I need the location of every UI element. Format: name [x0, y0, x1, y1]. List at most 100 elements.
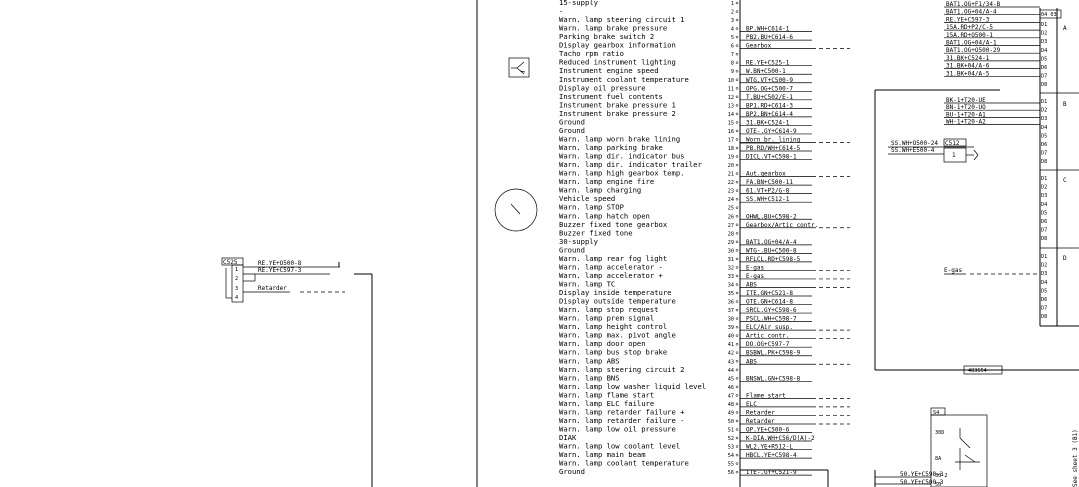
pin-number: 5 — [731, 35, 734, 41]
right-top-wire-label: 31.BK+C524-1 — [946, 55, 990, 62]
right-pin: D6 — [1041, 219, 1047, 225]
wire-label: OPG.OG+C500-7 — [746, 85, 793, 92]
function-label: Buzzer fixed tone — [559, 228, 633, 237]
function-label: - — [559, 7, 563, 16]
wire-label: W.BN+C500-1 — [746, 68, 786, 75]
pin-number: 15 — [728, 120, 734, 126]
pin-terminal — [735, 189, 739, 192]
right-pin: D8 — [1041, 314, 1047, 320]
right-pin: D3 — [1041, 39, 1047, 45]
pin-number: 48 — [728, 402, 734, 408]
bottom-wire-2: 50.YE+C500-3 — [900, 479, 944, 486]
pin-terminal — [735, 112, 739, 116]
right-b-wires: BK-1+T20-UEBN-1+T20-UOBU-1+T20-A1WH-1+T2… — [944, 97, 1040, 126]
pin-number: 28 — [728, 231, 734, 237]
right-pin: D2 — [1041, 263, 1047, 269]
wire-label: PB.RD/WH+C614-5 — [746, 145, 801, 152]
pin-terminal — [735, 300, 739, 303]
pin-number: 12 — [728, 95, 734, 101]
pin-terminal — [735, 104, 739, 107]
function-label: Warn. lamp low coolant level — [559, 442, 680, 451]
pin-terminal — [735, 215, 739, 218]
wire-label: BP.WH+C614-1 — [746, 26, 790, 33]
right-top-wire-label: 31.BK+04/A-6 — [946, 63, 990, 70]
function-label: Warn. lamp parking brake — [559, 143, 663, 152]
right-pin: D3 — [1041, 116, 1047, 122]
pin-terminal — [735, 78, 739, 82]
pin-number: 7 — [731, 52, 734, 58]
wire-label: Aut.gearbox — [746, 171, 786, 178]
function-label: 30-supply — [559, 237, 599, 246]
right-pin: D8 — [1041, 236, 1047, 242]
function-label: Warn. lamp steering circuit 2 — [559, 365, 685, 374]
wire-label: WTG.VT+C500-9 — [746, 77, 793, 84]
pin-terminal — [735, 377, 739, 380]
c525-pin-4: 4 — [235, 295, 238, 301]
c525-wire-1: RE.YE+O500-8 — [258, 260, 302, 267]
pin-number: 46 — [728, 385, 734, 391]
s4-terminal-30d: 30D — [935, 430, 944, 436]
pin-terminal — [735, 1, 739, 5]
s4-terminal-50: 50 — [935, 482, 941, 487]
function-label: Ground — [559, 245, 585, 254]
pin-number: 16 — [728, 129, 734, 135]
pin-number: 23 — [728, 189, 734, 195]
pin-terminal — [735, 223, 739, 227]
pin-number: 45 — [728, 376, 734, 382]
block-label: 04 03 — [1041, 12, 1057, 18]
wire-label: Artic contr. — [746, 333, 789, 340]
pin-number: 32 — [728, 265, 734, 271]
pin-terminal — [735, 445, 739, 448]
right-pin: D1 — [1041, 254, 1047, 260]
right-pin: D2 — [1041, 31, 1047, 37]
pin-terminal — [735, 308, 739, 312]
function-label: Buzzer fixed tone gearbox — [559, 220, 668, 229]
section-a: A — [1063, 25, 1067, 32]
right-pin: D2 — [1041, 185, 1047, 191]
pin-terminal — [735, 87, 739, 90]
pin-terminal — [735, 283, 739, 286]
c525-label: C525 — [223, 259, 238, 266]
c512-wire-2: SS.WH+E500-4 — [891, 147, 935, 154]
s4-label: S4 — [933, 410, 939, 416]
right-pin: D5 — [1041, 288, 1047, 294]
right-pin: D6 — [1041, 65, 1047, 71]
function-label: Warn. lamp dir. indicator bus — [559, 152, 685, 161]
pin-terminal — [735, 436, 739, 440]
right-top-wire-label: 15A.RD+O500-1 — [946, 32, 993, 39]
egas-label: E-gas — [944, 267, 962, 274]
right-pin: D7 — [1041, 228, 1047, 234]
wire-label: ITE-.GY+C521-9 — [746, 469, 797, 476]
wire-label: BAT1.OG+04/A-4 — [746, 239, 797, 246]
function-label: Warn. lamp brake pressure — [559, 24, 667, 33]
pin-terminal — [735, 52, 739, 56]
pin-number: 44 — [728, 368, 734, 374]
pin-terminal — [735, 351, 739, 354]
function-label: Parking brake switch 2 — [559, 32, 654, 41]
section-d: D — [1063, 255, 1067, 262]
function-label: Warn. lamp accelerator - — [559, 262, 663, 271]
wire-label: SRCL.GY+C598-6 — [746, 307, 797, 314]
wire-label: WL2.YE+R512-L — [746, 444, 793, 451]
function-label: Warn. lamp charging — [559, 186, 641, 195]
pin-number: 22 — [728, 180, 734, 186]
wire-label-column: BP.WH+C614-1PB2.BU+C614-6GearboxRE.YE+C5… — [740, 26, 850, 476]
wire-label: K-DIA.WH+C56/D(A)-2 — [746, 435, 815, 442]
c525-pin-3: 3 — [235, 286, 238, 292]
function-label: Warn. lamp hatch open — [559, 211, 650, 220]
wire-label: Gearbox/Artic contr. — [746, 222, 818, 229]
pin-number: 56 — [728, 470, 734, 476]
function-label: Display gearbox information — [559, 41, 676, 50]
pin-terminal — [735, 317, 739, 320]
wire-label: 61.VT+P2/G-8 — [746, 188, 790, 195]
function-label: Warn. lamp rear fog light — [559, 254, 667, 263]
right-b-wire-label: BK-1+T20-UE — [946, 97, 986, 104]
wire-label: ELC — [746, 401, 757, 408]
function-label: Warn. lamp height control — [559, 322, 667, 331]
wire-label: WTG-.BU+C500-8 — [746, 247, 797, 254]
right-pin: D6 — [1041, 142, 1047, 148]
wire-label: ABS — [746, 358, 757, 365]
function-label: Warn. lamp BNS — [559, 373, 620, 382]
wire-label: E-gas — [746, 264, 764, 271]
pin-number: 37 — [728, 308, 734, 314]
